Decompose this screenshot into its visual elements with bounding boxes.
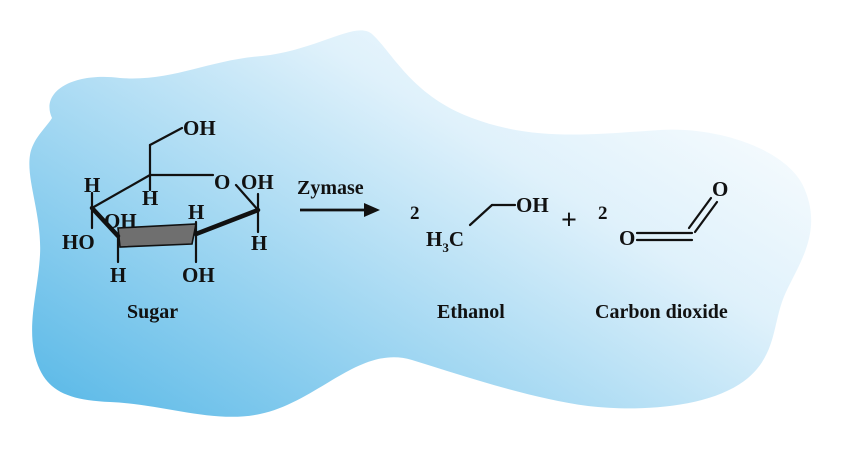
atom-h-left-top: H bbox=[84, 173, 100, 197]
ethanol-h: H bbox=[426, 227, 442, 251]
bond-o-c1 bbox=[234, 183, 260, 212]
ethanol-coefficient: 2 bbox=[410, 203, 420, 224]
bond-co2-upper-a bbox=[687, 196, 713, 230]
ring-front-edge bbox=[117, 223, 197, 248]
enzyme-label: Zymase bbox=[297, 177, 364, 199]
ethanol-h3c: H3C bbox=[426, 227, 464, 255]
atom-oh-top: OH bbox=[183, 116, 216, 140]
plus-sign: + bbox=[561, 205, 577, 236]
sugar-structure: OH O OH H H OH H HO H H OH Sugar bbox=[62, 116, 274, 323]
atom-h-c2: H bbox=[188, 200, 204, 224]
sugar-caption: Sugar bbox=[127, 301, 178, 323]
co2-coefficient: 2 bbox=[598, 203, 608, 224]
background-blob bbox=[29, 30, 812, 417]
atom-oh-bottom: OH bbox=[182, 263, 215, 287]
co2-o-left: O bbox=[619, 226, 635, 250]
arrow-head bbox=[364, 203, 380, 217]
atom-oh-c3: OH bbox=[104, 209, 137, 233]
co2-structure: 2 O O Carbon dioxide bbox=[595, 177, 728, 323]
ethanol-oh: OH bbox=[516, 193, 549, 217]
reaction-arrow: Zymase bbox=[297, 177, 380, 217]
bond-c2-c1 bbox=[193, 207, 261, 237]
bond-c4-c3 bbox=[89, 205, 121, 239]
atom-h-bottom-left: H bbox=[110, 263, 126, 287]
bond-c-c-ethanol bbox=[468, 203, 494, 227]
ethanol-caption: Ethanol bbox=[437, 301, 505, 323]
atom-ho-left: HO bbox=[62, 230, 95, 254]
atom-h-c4: H bbox=[142, 186, 158, 210]
co2-caption: Carbon dioxide bbox=[595, 301, 728, 323]
bond-ch2-oh bbox=[148, 126, 184, 147]
bond-co2-upper-b bbox=[693, 200, 719, 234]
atom-oh-right: OH bbox=[241, 170, 274, 194]
atom-ring-o: O bbox=[214, 170, 230, 194]
co2-o-top: O bbox=[712, 177, 728, 201]
ethanol-c: C bbox=[449, 227, 464, 251]
ethanol-sub-3: 3 bbox=[442, 240, 449, 255]
atom-h-right: H bbox=[251, 231, 267, 255]
bond-c5-c4 bbox=[90, 173, 152, 210]
ethanol-structure: 2 OH H3C Ethanol bbox=[410, 193, 549, 323]
